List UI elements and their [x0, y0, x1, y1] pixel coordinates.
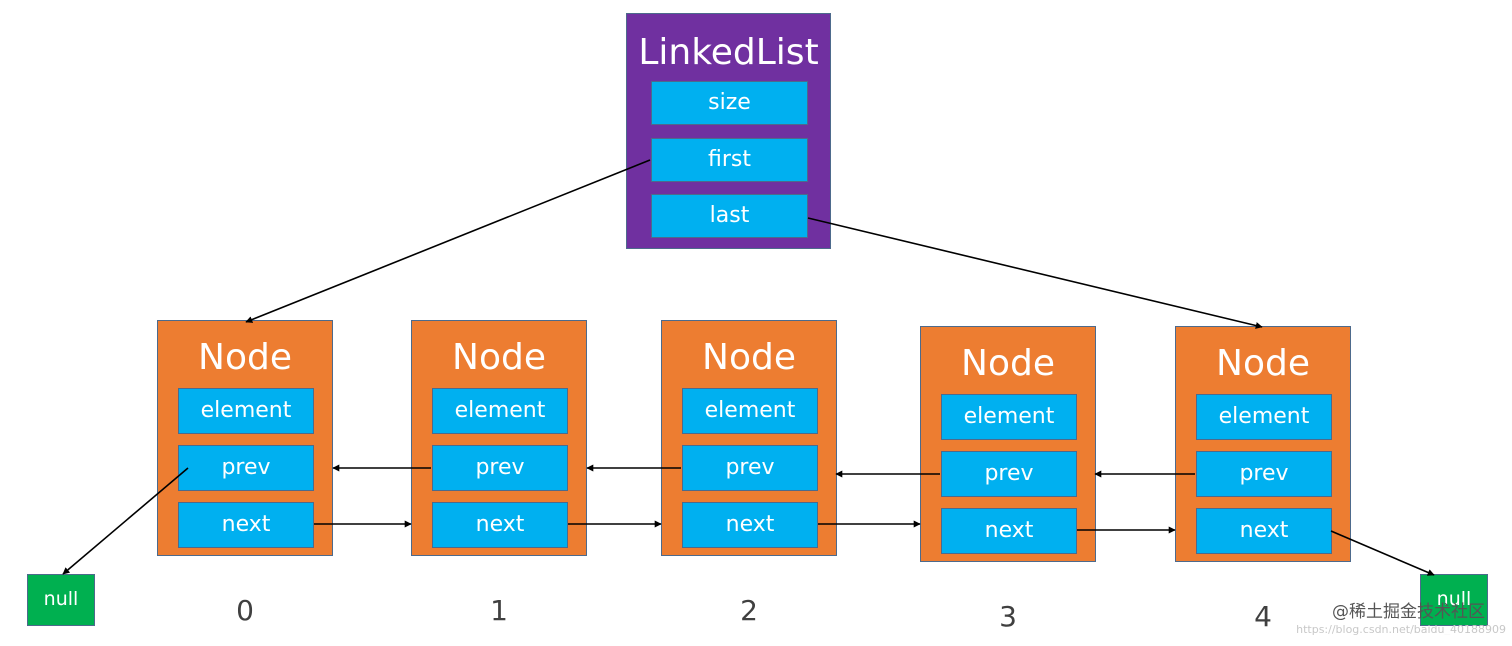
node-field-element: element [178, 388, 314, 434]
watermark-url: https://blog.csdn.net/baidu_40188909 [1296, 624, 1506, 635]
arrow-last-to-node4 [807, 217, 1263, 329]
node-field-element: element [1196, 394, 1332, 440]
node-title: Node [961, 343, 1055, 384]
node-field-element: element [432, 388, 568, 434]
arrow-node4-next-to-null [1330, 530, 1435, 576]
node-title: Node [452, 337, 546, 378]
node-field-next: next [682, 502, 818, 548]
node-field-element: element [941, 394, 1077, 440]
node-title: Node [198, 337, 292, 378]
node-3: Node element prev next [920, 326, 1096, 562]
node-index-0: 0 [236, 594, 254, 627]
node-field-prev: prev [682, 445, 818, 491]
node-field-next: next [1196, 508, 1332, 554]
node-field-next: next [178, 502, 314, 548]
node-field-prev: prev [178, 445, 314, 491]
linkedlist-field-size: size [651, 81, 808, 125]
watermark-text: @稀土掘金技术社区 [1332, 602, 1485, 622]
node-index-2: 2 [740, 594, 758, 627]
node-index-1: 1 [490, 594, 508, 627]
linkedlist-title: LinkedList [638, 32, 819, 73]
node-index-3: 3 [999, 600, 1017, 633]
node-field-element: element [682, 388, 818, 434]
node-title: Node [702, 337, 796, 378]
linkedlist-field-first: first [651, 138, 808, 182]
linkedlist-box: LinkedList size first last [626, 13, 831, 249]
null-right-box: null [1420, 574, 1488, 626]
node-field-next: next [432, 502, 568, 548]
null-left-box: null [27, 574, 95, 626]
node-field-next: next [941, 508, 1077, 554]
node-title: Node [1216, 343, 1310, 384]
linkedlist-field-last: last [651, 194, 808, 238]
node-index-4: 4 [1254, 600, 1272, 633]
node-4: Node element prev next [1175, 326, 1351, 562]
arrow-node0-prev-to-null [62, 467, 189, 575]
arrow-first-to-node0 [245, 159, 651, 323]
node-field-prev: prev [432, 445, 568, 491]
node-1: Node element prev next [411, 320, 587, 556]
node-2: Node element prev next [661, 320, 837, 556]
node-field-prev: prev [941, 451, 1077, 497]
node-0: Node element prev next [157, 320, 333, 556]
node-field-prev: prev [1196, 451, 1332, 497]
